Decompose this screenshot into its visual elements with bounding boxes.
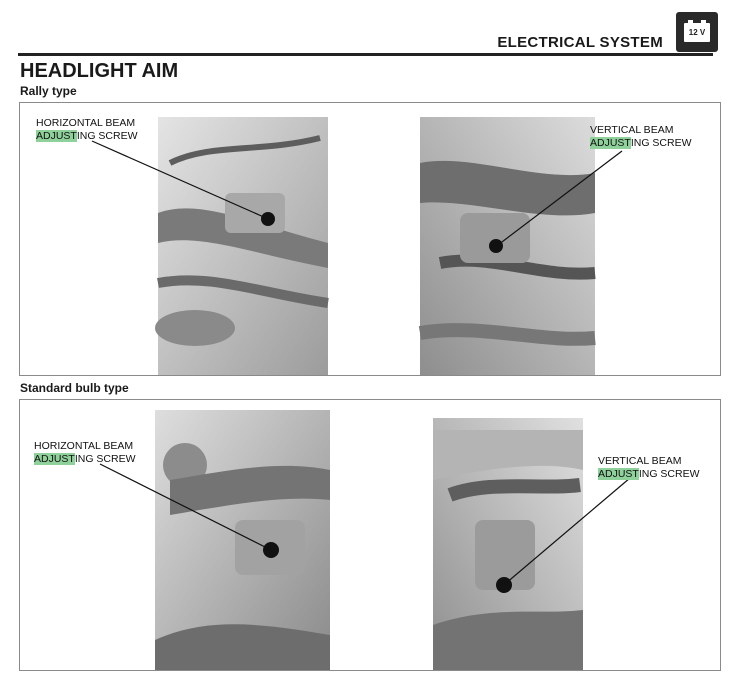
highlight-mark: ADJUST <box>36 130 77 142</box>
callout-vertical-beam-screw: VERTICAL BEAM ADJUSTING SCREW <box>598 455 700 481</box>
leader-line <box>99 463 272 551</box>
callout-horizontal-beam-screw: HORIZONTAL BEAM ADJUSTING SCREW <box>34 440 136 466</box>
rally-figure-illustration <box>91 117 623 375</box>
header-rule <box>18 53 713 56</box>
leader-line <box>497 150 623 246</box>
standard-vertical-photo <box>433 418 583 670</box>
callout-line2: ING SCREW <box>630 137 692 149</box>
figure-panel-standard: HORIZONTAL BEAM ADJUSTING SCREW VERTICAL… <box>19 399 721 671</box>
callout-horizontal-beam-screw: HORIZONTAL BEAM ADJUSTING SCREW <box>36 117 138 143</box>
callout-line1: VERTICAL BEAM <box>590 124 674 136</box>
callout-line1: VERTICAL BEAM <box>598 455 682 467</box>
callout-vertical-beam-screw: VERTICAL BEAM ADJUSTING SCREW <box>590 124 692 150</box>
standard-figure-illustration <box>99 410 631 670</box>
section-subtitle-rally: Rally type <box>20 84 77 98</box>
rally-vertical-photo <box>418 117 596 375</box>
figure-panel-rally: HORIZONTAL BEAM ADJUSTING SCREW VERTICAL… <box>19 102 721 376</box>
callout-line2: ING SCREW <box>638 468 700 480</box>
highlight-mark: ADJUST <box>34 453 75 465</box>
badge-voltage-text: 12 V <box>688 28 706 37</box>
leader-line <box>91 140 267 219</box>
callout-line2: ING SCREW <box>74 453 136 465</box>
page-title: HEADLIGHT AIM <box>20 60 179 82</box>
section-title: ELECTRICAL SYSTEM <box>497 34 663 51</box>
battery-12v-icon: 12 V <box>676 12 718 52</box>
rally-horizontal-photo <box>155 117 329 375</box>
section-subtitle-standard: Standard bulb type <box>20 381 129 395</box>
callout-line1: HORIZONTAL BEAM <box>34 440 134 452</box>
callout-line1: HORIZONTAL BEAM <box>36 117 136 129</box>
highlight-mark: ADJUST <box>590 137 631 149</box>
highlight-mark: ADJUST <box>598 468 639 480</box>
leader-line <box>504 477 631 585</box>
standard-horizontal-photo <box>155 410 330 670</box>
callout-line2: ING SCREW <box>76 130 138 142</box>
